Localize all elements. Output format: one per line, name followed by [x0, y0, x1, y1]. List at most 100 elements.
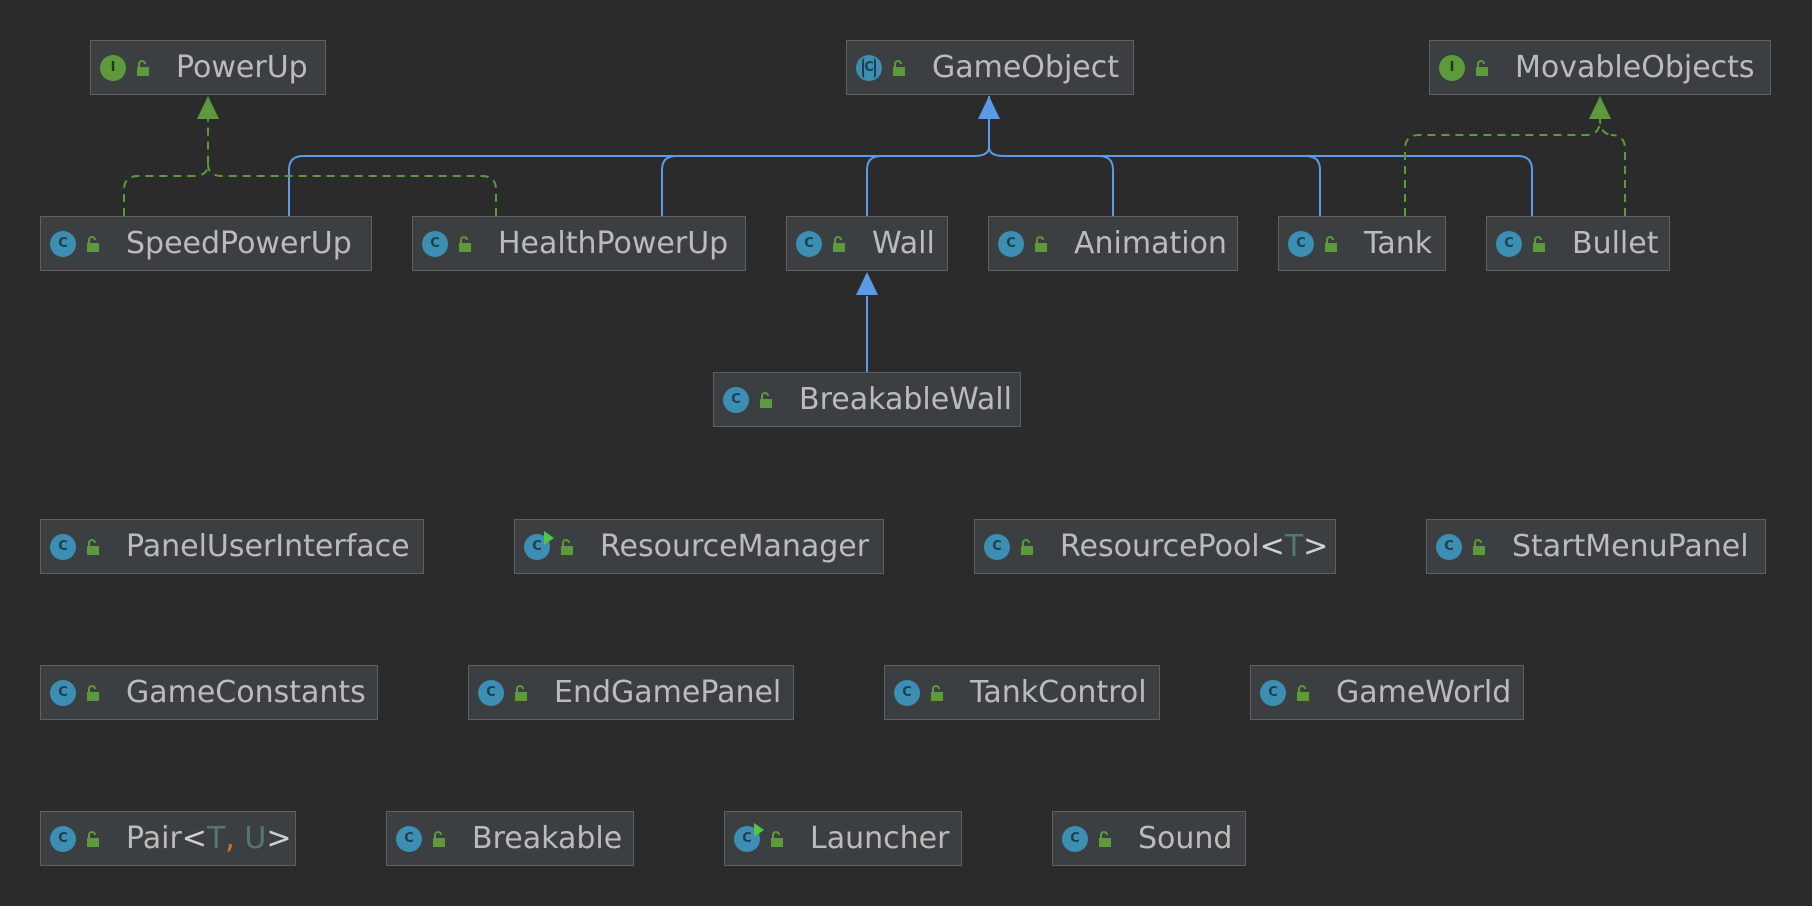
class-icon: C [422, 230, 448, 257]
arrowhead-powerup [197, 96, 219, 119]
class-name: PowerUp [176, 50, 308, 85]
class-node-endgamepanel[interactable]: C EndGamePanel [468, 665, 794, 720]
runnable-class-icon: C [524, 530, 554, 560]
class-icon: C [50, 533, 76, 560]
class-name: MovableObjects [1515, 50, 1755, 85]
class-name: Bullet [1572, 226, 1659, 261]
public-lock-icon [561, 538, 573, 555]
public-lock-icon [1473, 538, 1485, 555]
class-icon: C [998, 230, 1024, 257]
class-node-movableobjects[interactable]: I MovableObjects [1429, 40, 1771, 95]
class-icon: C [984, 533, 1010, 560]
public-lock-icon [1099, 830, 1111, 847]
class-node-wall[interactable]: C Wall [786, 216, 948, 271]
public-lock-icon [760, 391, 772, 408]
class-node-paneluserinterface[interactable]: C PanelUserInterface [40, 519, 424, 574]
class-name: Launcher [810, 821, 950, 856]
edge-tank-implements-movableobjects [1404, 115, 1601, 216]
edges [123, 96, 1626, 372]
class-icon: C [396, 825, 422, 852]
edge-bullet-implements-movableobjects [1599, 119, 1626, 216]
public-lock-icon [931, 684, 943, 701]
class-icon: C [50, 825, 76, 852]
class-node-sound[interactable]: C Sound [1052, 811, 1246, 866]
edge-healthpowerup-implements-powerup [207, 163, 497, 216]
type-parameter: U [244, 821, 267, 856]
class-icon: C [796, 230, 822, 257]
edge-speedpowerup-implements-powerup [123, 115, 209, 216]
class-name: BreakableWall [799, 382, 1012, 417]
class-name: Animation [1074, 226, 1227, 261]
public-lock-icon [833, 235, 845, 252]
class-icon: C [1288, 230, 1314, 257]
edge-healthpowerup-extends-gameobject [661, 155, 974, 216]
class-name: EndGamePanel [554, 675, 782, 710]
class-name: Pair [126, 821, 182, 856]
class-name: Wall [872, 226, 935, 261]
public-lock-icon [1476, 59, 1488, 76]
class-name: SpeedPowerUp [126, 226, 352, 261]
type-parameter: T [206, 821, 226, 856]
arrowhead-movableobjects [1589, 96, 1611, 119]
class-name: ResourceManager [600, 529, 870, 564]
class-name: GameObject [932, 50, 1120, 85]
class-node-speedpowerup[interactable]: C SpeedPowerUp [40, 216, 372, 271]
arrowhead-gameobject [978, 96, 1000, 119]
class-name: StartMenuPanel [1512, 529, 1749, 564]
class-icon: C [50, 679, 76, 706]
public-lock-icon [893, 59, 905, 76]
class-node-resourcemanager[interactable]: C ResourceManager [514, 519, 884, 574]
class-name: TankControl [970, 675, 1147, 710]
public-lock-icon [1325, 235, 1337, 252]
interface-icon: I [1439, 54, 1465, 81]
class-icon: C [1062, 825, 1088, 852]
public-lock-icon [1297, 684, 1309, 701]
class-icon: C [50, 230, 76, 257]
class-name: HealthPowerUp [498, 226, 729, 261]
public-lock-icon [87, 830, 99, 847]
class-node-launcher[interactable]: C Launcher [724, 811, 962, 866]
public-lock-icon [87, 684, 99, 701]
class-node-startmenupanel[interactable]: C StartMenuPanel [1426, 519, 1766, 574]
class-node-breakablewall[interactable]: C BreakableWall [713, 372, 1021, 427]
public-lock-icon [1021, 538, 1033, 555]
interface-icon: I [100, 54, 126, 81]
class-name: ResourcePool [1060, 529, 1260, 564]
class-icon: C [723, 386, 749, 413]
public-lock-icon [137, 59, 149, 76]
abstract-class-icon: C [856, 54, 882, 81]
class-icon: C [1436, 533, 1462, 560]
public-lock-icon [433, 830, 445, 847]
edge-tank-extends-gameobject [1004, 155, 1321, 216]
public-lock-icon [1533, 235, 1545, 252]
public-lock-icon [87, 538, 99, 555]
public-lock-icon [515, 684, 527, 701]
class-name: PanelUserInterface [126, 529, 410, 564]
edge-bullet-extends-gameobject [1004, 155, 1533, 216]
edge-speedpowerup-extends-gameobject [288, 96, 990, 216]
class-name: GameWorld [1336, 675, 1512, 710]
public-lock-icon [459, 235, 471, 252]
class-node-powerup[interactable]: I PowerUp [90, 40, 326, 95]
edge-wall-extends-gameobject [866, 155, 974, 216]
public-lock-icon [87, 235, 99, 252]
class-icon: C [478, 679, 504, 706]
class-node-gameobject[interactable]: C GameObject [846, 40, 1134, 95]
class-name: Sound [1138, 821, 1233, 856]
public-lock-icon [1035, 235, 1047, 252]
class-name: Tank [1364, 226, 1433, 261]
runnable-class-icon: C [734, 822, 764, 852]
class-node-animation[interactable]: C Animation [988, 216, 1238, 271]
class-node-tank[interactable]: C Tank [1278, 216, 1446, 271]
type-parameter: T [1284, 529, 1304, 564]
public-lock-icon [771, 830, 783, 847]
class-node-healthpowerup[interactable]: C HealthPowerUp [412, 216, 746, 271]
